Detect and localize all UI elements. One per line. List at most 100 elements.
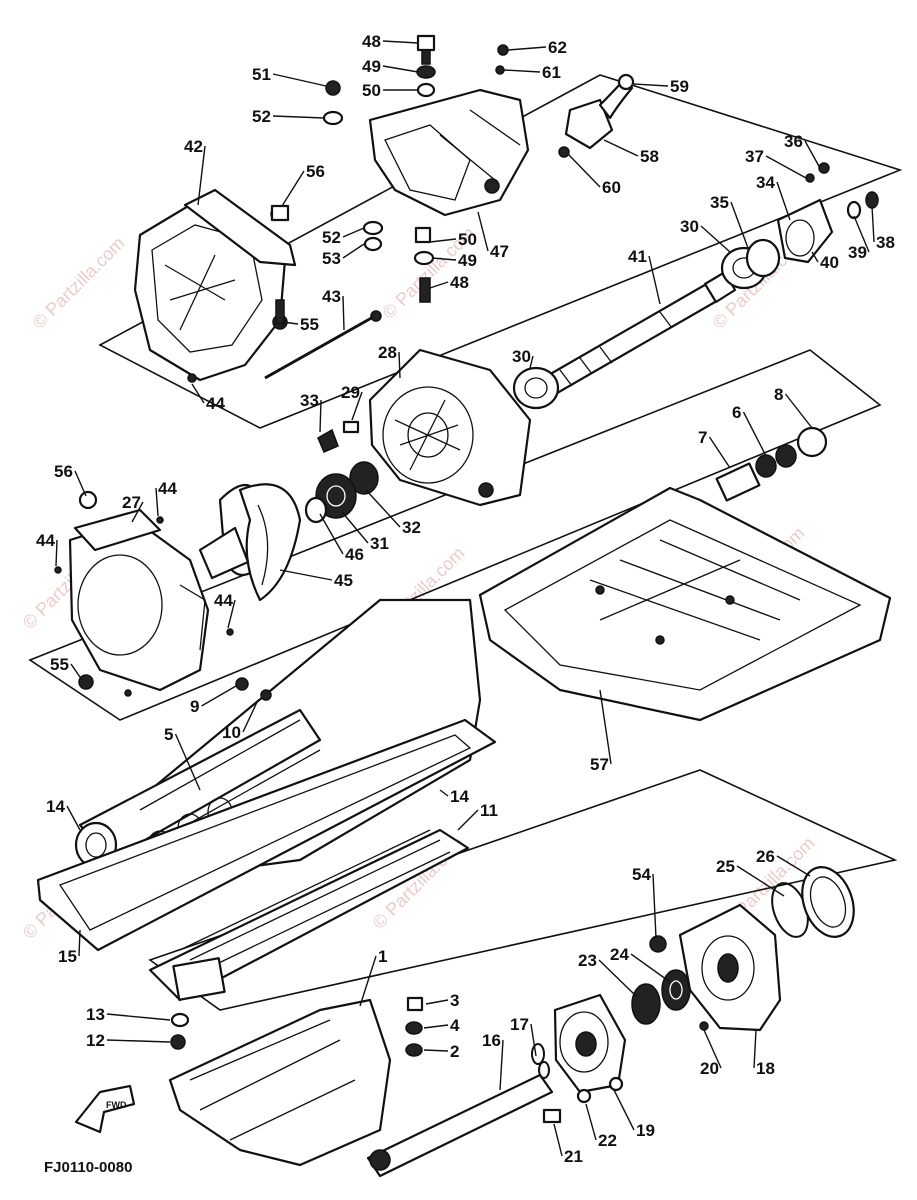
part-label: 43: [322, 287, 341, 306]
leader-line: [74, 470, 87, 497]
ride-plate-57: [478, 486, 892, 722]
leader-line: [439, 789, 449, 797]
leader-line: [776, 855, 811, 877]
leader-line: [342, 243, 365, 259]
leader-line: [398, 351, 401, 379]
part-label: 48: [362, 32, 381, 51]
leader-line: [700, 225, 731, 253]
bearings-30: [512, 238, 781, 410]
leader-line: [765, 155, 807, 179]
part-label: 49: [458, 251, 477, 270]
leader-line: [613, 1089, 635, 1131]
leader-line: [106, 1039, 171, 1043]
leader-line: [78, 929, 81, 957]
leader-line: [342, 295, 345, 331]
leader-line: [281, 321, 299, 325]
part-label: 30: [512, 347, 531, 366]
leader-line: [871, 205, 875, 243]
leader-line: [423, 1049, 449, 1052]
shaft-16: [366, 1073, 554, 1178]
part-label: 37: [745, 147, 764, 166]
part-label: 2: [450, 1042, 459, 1061]
part-label: 40: [820, 253, 839, 272]
part-label: 30: [680, 217, 699, 236]
part-label: 33: [300, 391, 319, 410]
part-label: 15: [58, 947, 77, 966]
leader-line: [155, 487, 159, 517]
leader-line: [242, 699, 259, 733]
part-label: 10: [222, 723, 241, 742]
watermark: © Partzilla.com: [29, 233, 129, 333]
pipe-58: [564, 73, 635, 150]
part-label: 26: [756, 847, 775, 866]
part-label: 41: [628, 247, 647, 266]
part-label: 45: [334, 571, 353, 590]
part-label: 48: [450, 273, 469, 292]
leader-line: [429, 238, 457, 243]
leader-line: [599, 689, 612, 765]
oring-25-26: [771, 866, 855, 938]
part-label: 46: [345, 545, 364, 564]
part-label: 39: [848, 243, 867, 262]
coupling-34: [776, 162, 879, 264]
leader-line: [507, 46, 547, 51]
part-label: 20: [700, 1059, 719, 1078]
leader-line: [66, 805, 81, 831]
leader-line: [753, 1029, 757, 1069]
part-label: 58: [640, 147, 659, 166]
small-hardware-middle: [304, 420, 379, 524]
part-label: 53: [322, 249, 341, 268]
part-label: 59: [670, 77, 689, 96]
housing-18: [678, 903, 782, 1032]
leader-line: [567, 153, 601, 188]
part-label: 62: [548, 38, 567, 57]
leader-line: [429, 281, 449, 289]
part-label: 55: [300, 315, 319, 334]
part-label: 52: [252, 107, 271, 126]
leader-line: [279, 569, 333, 581]
part-label: 56: [306, 162, 325, 181]
part-label: 25: [716, 857, 735, 876]
leader-line: [730, 201, 749, 249]
leader-line: [648, 255, 661, 305]
part-label: 11: [480, 801, 498, 820]
part-label: 22: [598, 1131, 617, 1150]
leader-line: [530, 1023, 537, 1057]
leader-line: [431, 257, 457, 261]
part-label: 1: [378, 947, 387, 966]
leader-line: [457, 809, 479, 831]
part-label: 57: [590, 755, 609, 774]
part-label: 7: [698, 428, 707, 447]
leader-line: [553, 1123, 563, 1157]
leader-line: [174, 733, 201, 791]
leader-line: [423, 1024, 449, 1029]
leader-line: [55, 539, 58, 567]
leader-line: [382, 40, 419, 44]
part-label: 21: [564, 1147, 583, 1166]
part-label: 51: [252, 65, 271, 84]
part-label: 9: [190, 697, 199, 716]
leader-line: [776, 181, 791, 221]
part-label: 23: [578, 951, 597, 970]
part-label: 44: [206, 394, 225, 413]
leader-line: [529, 355, 534, 369]
hardware-bottom: [170, 935, 667, 1124]
plate-15: [36, 718, 497, 1002]
part-label: 36: [784, 132, 803, 151]
leader-line: [281, 170, 305, 207]
part-label: 35: [710, 193, 729, 212]
leader-line: [131, 501, 144, 523]
bearing-assembly-6-8: [715, 426, 828, 502]
leader-line: [341, 511, 369, 544]
seal-23-24: [631, 969, 691, 1025]
pump-housing-28: [368, 348, 532, 507]
leader-line: [227, 599, 236, 629]
impeller-spacers: [54, 516, 234, 697]
part-label: 14: [450, 787, 469, 806]
part-label: 31: [370, 534, 389, 553]
part-label: 52: [322, 228, 341, 247]
part-label: 44: [214, 591, 233, 610]
leader-line: [365, 489, 401, 528]
nozzle-housing-47: [368, 88, 530, 217]
